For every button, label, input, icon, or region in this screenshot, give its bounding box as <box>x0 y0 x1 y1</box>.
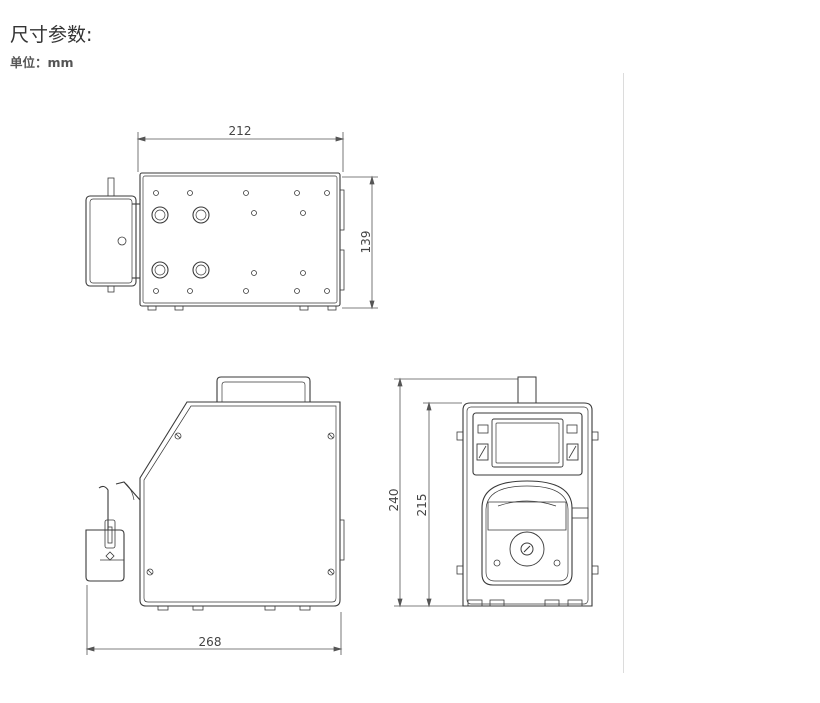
dim-line-top-depth <box>342 175 378 310</box>
dim-label-front-total-height: 240 <box>387 489 401 512</box>
side-view: 268 <box>85 376 345 655</box>
dim-line-front-total-height <box>394 377 518 608</box>
dim-line-front-body-height <box>423 401 462 608</box>
dim-line-top-width <box>136 132 345 172</box>
top-view: 212 139 <box>85 124 378 311</box>
dim-line-side-length <box>85 585 343 655</box>
dim-label-front-body-height: 215 <box>415 494 429 517</box>
dim-label-top-depth: 139 <box>359 231 373 254</box>
dim-label-top-width: 212 <box>229 124 252 138</box>
dim-label-side-length: 268 <box>199 635 222 649</box>
section-title: 尺寸参数: <box>10 24 93 46</box>
front-view: 240 215 <box>387 376 599 608</box>
column-divider <box>623 73 624 673</box>
unit-label: 单位：mm <box>10 55 74 70</box>
